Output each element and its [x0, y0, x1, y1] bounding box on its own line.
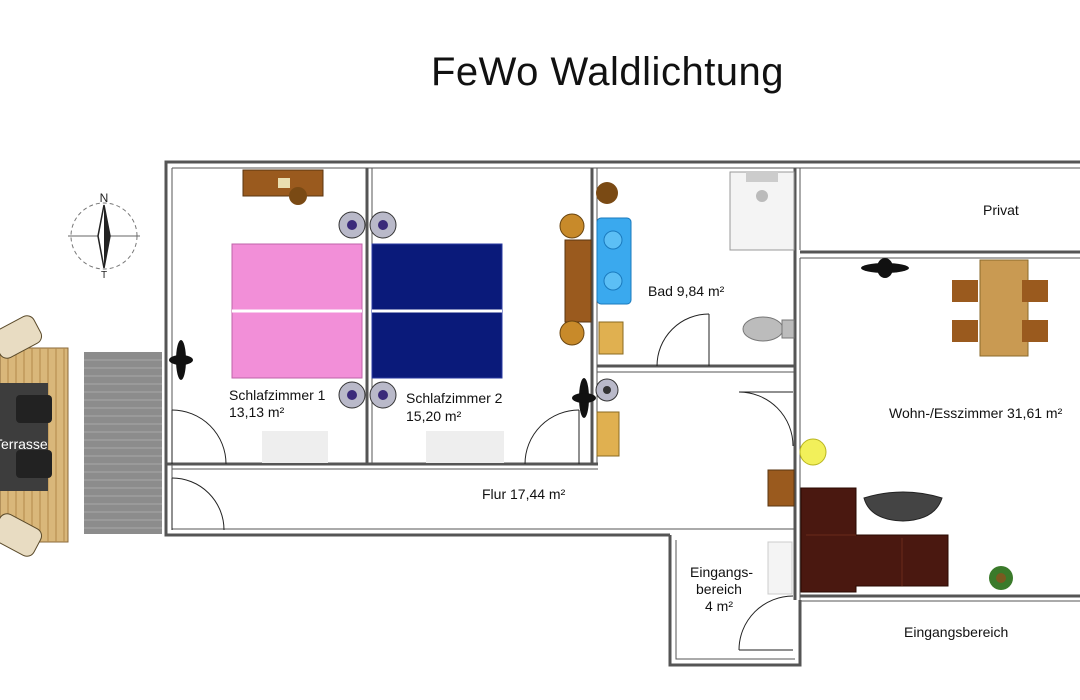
compass-north-letter: N: [100, 191, 109, 205]
shelf: [596, 411, 620, 457]
door-swing: [738, 595, 794, 651]
door-swing: [171, 409, 227, 465]
door-swing: [738, 391, 794, 447]
hallway-fixtures: [595, 378, 795, 507]
room-label-eingang-1: Eingangs-: [690, 564, 753, 580]
desk-lamp: [278, 178, 290, 188]
corner-sofa: [800, 487, 949, 593]
wardrobe: [262, 431, 328, 463]
plan-title: FeWo Waldlichtung: [430, 50, 785, 94]
dining-chair: [1022, 320, 1048, 342]
dining-chair: [952, 320, 978, 342]
dining-table: [979, 259, 1029, 357]
shower-tray: [729, 171, 795, 251]
floor-lamp: [799, 438, 827, 466]
terrace-chair: [16, 395, 52, 423]
living-dining-furniture: [799, 259, 1048, 593]
room-label-bad: Bad 9,84 m²: [648, 283, 725, 299]
dining-chair: [952, 280, 978, 302]
room-label-eingang-3: 4 m²: [705, 598, 733, 614]
stool: [596, 182, 618, 204]
chair: [289, 187, 307, 205]
room-label-flur: Flur 17,44 m²: [482, 486, 566, 502]
room-label-eingang-2: bereich: [696, 581, 742, 597]
room-area-schlafzimmer2: 15,20 m²: [406, 408, 462, 424]
compass-icon: N T: [68, 191, 140, 281]
armchair: [559, 213, 585, 239]
coffee-table: [863, 491, 943, 522]
room-label-eingang-aussen: Eingangsbereich: [904, 624, 1008, 640]
desk: [242, 169, 324, 197]
deck-chair: [0, 513, 43, 557]
door-swing: [656, 313, 710, 367]
compass-south-letter: T: [101, 270, 107, 281]
room-label-wohn: Wohn-/Esszimmer 31,61 m²: [889, 405, 1063, 421]
shoe-cabinet: [767, 469, 795, 507]
room-label-schlafzimmer1: Schlafzimmer 1: [229, 387, 326, 403]
bedroom2-furniture: [369, 211, 592, 463]
door-swing: [171, 477, 225, 531]
doors: [171, 313, 794, 651]
cabinet: [598, 321, 624, 355]
terrace-steps: [84, 352, 162, 534]
bedroom1-furniture: [231, 169, 366, 463]
sideboard: [564, 239, 592, 323]
room-label-schlafzimmer2: Schlafzimmer 2: [406, 390, 503, 406]
armchair: [559, 320, 585, 346]
terrace-chair: [16, 450, 52, 478]
toilet: [742, 316, 784, 342]
walls: [164, 160, 1080, 667]
door-swing: [524, 409, 580, 465]
bathroom-fixtures: [596, 171, 795, 355]
dining-chair: [1022, 280, 1048, 302]
room-labels: Schlafzimmer 1 13,13 m² Schlafzimmer 2 1…: [229, 202, 1063, 640]
windows: [169, 258, 909, 418]
room-area-schlafzimmer1: 13,13 m²: [229, 404, 285, 420]
room-label-privat: Privat: [983, 202, 1019, 218]
wardrobe: [426, 431, 504, 463]
deck-chair: [0, 315, 43, 359]
